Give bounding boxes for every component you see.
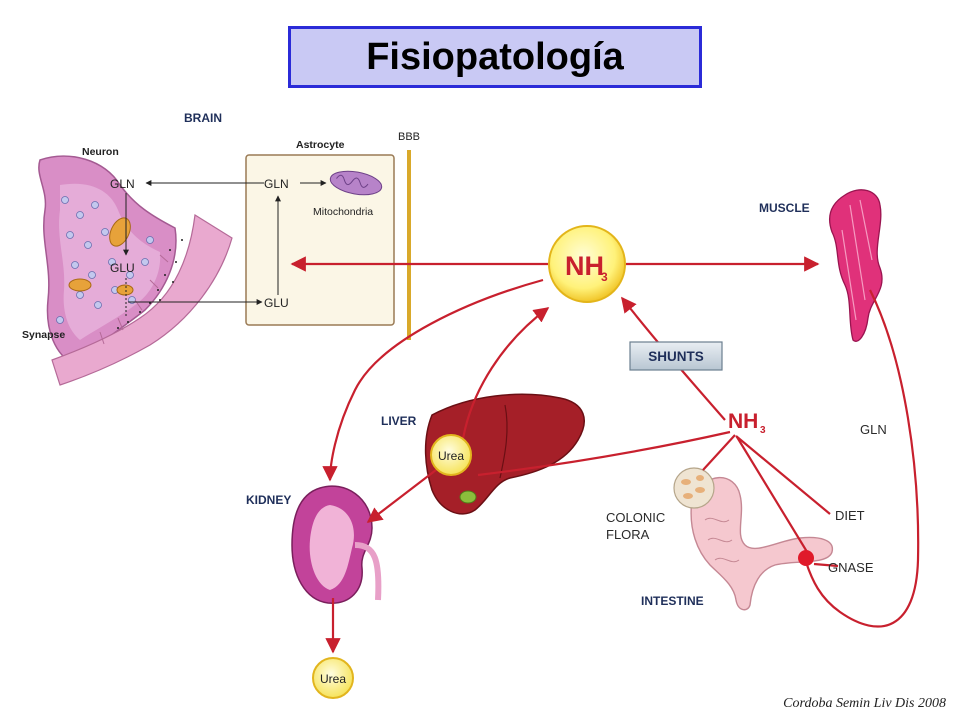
glu-neuron-label: GLU	[110, 261, 135, 275]
brain-label: BRAIN	[184, 111, 222, 125]
urea-liver-label: Urea	[438, 449, 464, 463]
astrocyte-label: Astrocyte	[296, 139, 345, 151]
gln-astrocyte-label: GLN	[264, 177, 289, 191]
shunts-box	[629, 341, 723, 371]
muscle-label: MUSCLE	[759, 201, 810, 215]
mitochondria-icon	[329, 170, 383, 196]
neuron-illustration	[38, 155, 233, 386]
title-box: Fisiopatología	[288, 26, 702, 88]
muscle-illustration	[829, 189, 883, 342]
glu-astrocyte-label: GLU	[264, 296, 289, 310]
diet-label: DIET	[835, 508, 865, 523]
colonic-flora-label-line2: FLORA	[606, 527, 650, 542]
intestine-label: INTESTINE	[641, 594, 704, 608]
gnase-label: GNASE	[828, 560, 874, 575]
gnase-node	[798, 550, 814, 566]
nh3-center-node	[548, 225, 626, 303]
mitochondria-label: Mitochondria	[313, 206, 373, 218]
gln-neuron-label: GLN	[110, 177, 135, 191]
kidney-label: KIDNEY	[246, 493, 291, 507]
shunts-label: SHUNTS	[648, 349, 704, 364]
liver-label: LIVER	[381, 414, 417, 428]
neuron-label: Neuron	[82, 146, 119, 158]
synapse-label: Synapse	[22, 329, 65, 341]
colonic-flora-label-line1: COLONIC	[606, 510, 665, 525]
gln-muscle-label: GLN	[860, 422, 887, 437]
nh3-center-label: NH	[565, 251, 604, 281]
gut-nh3-label: NH	[728, 410, 758, 433]
kidney-illustration	[291, 485, 382, 604]
urea-kidney-label: Urea	[320, 672, 346, 686]
bbb-label: BBB	[398, 131, 420, 143]
gut-nh3-subscript: 3	[760, 425, 766, 436]
citation: Cordoba Semin Liv Dis 2008	[783, 696, 946, 711]
bbb-barrier	[407, 150, 411, 340]
nh3-center-subscript: 3	[601, 270, 608, 284]
intestine-illustration	[673, 467, 834, 611]
urea-kidney-node	[312, 657, 354, 699]
astrocyte-box	[245, 154, 395, 326]
urea-liver-node	[430, 434, 472, 476]
page-title: Fisiopatología	[366, 35, 624, 78]
